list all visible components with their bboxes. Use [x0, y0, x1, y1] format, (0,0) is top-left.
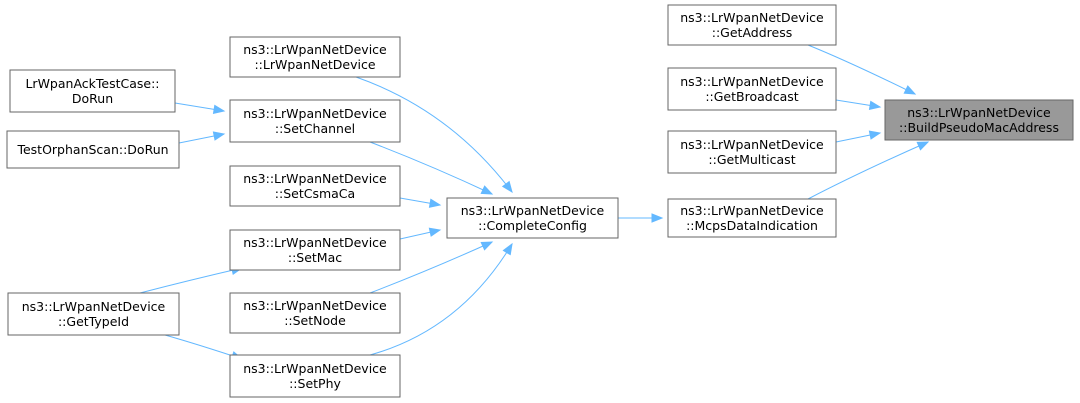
node-build[interactable]: ns3::LrWpanNetDevice::BuildPseudoMacAddr… — [884, 99, 1074, 141]
node-orphan[interactable]: TestOrphanScan::DoRun — [6, 130, 180, 169]
node-label-line: ns3::LrWpanNetDevice — [243, 361, 387, 376]
node-label-line: ::SetCsmaCa — [275, 186, 355, 201]
node-getbcast[interactable]: ns3::LrWpanNetDevice::GetBroadcast — [667, 67, 837, 111]
edge-arrowhead — [428, 198, 442, 208]
node-box — [229, 36, 401, 78]
node-box — [229, 354, 401, 398]
edge-mcps-to-build — [807, 141, 930, 200]
node-box — [667, 4, 837, 46]
node-label-line: ::SetMac — [288, 250, 342, 265]
node-label-line: ns3::LrWpanNetDevice — [680, 10, 824, 25]
edge-arrowhead — [480, 241, 494, 251]
node-setphy[interactable]: ns3::LrWpanNetDevice::SetPhy — [229, 354, 401, 398]
node-label-line: ns3::LrWpanNetDevice — [907, 105, 1051, 120]
node-label-line: ns3::LrWpanNetDevice — [243, 42, 387, 57]
edge-arrowhead — [212, 104, 226, 114]
node-label-line: LrWpanAckTestCase:: — [25, 76, 159, 91]
node-acktest[interactable]: LrWpanAckTestCase::DoRun — [9, 69, 176, 113]
node-label-line: ::McpsDataIndication — [686, 218, 818, 233]
edge-setnode-to-complete — [369, 241, 494, 294]
edge-line — [369, 241, 493, 294]
edge-ctor-to-complete — [355, 76, 513, 194]
edge-setcsma-to-complete — [399, 197, 442, 208]
node-label-line: ns3::LrWpanNetDevice — [680, 74, 824, 89]
nodes-layer: ns3::LrWpanNetDevice::BuildPseudoMacAddr… — [6, 4, 1074, 398]
edge-line — [807, 141, 929, 200]
node-box — [884, 99, 1074, 141]
node-label-line: ::GetAddress — [712, 25, 792, 40]
edge-line — [369, 141, 493, 195]
node-label-line: ::GetTypeId — [58, 314, 129, 329]
node-getaddr[interactable]: ns3::LrWpanNetDevice::GetAddress — [667, 4, 837, 46]
node-box — [7, 292, 180, 336]
edge-arrowhead — [903, 85, 917, 95]
edge-line — [807, 44, 916, 95]
node-box — [229, 99, 401, 143]
edge-setmac-to-complete — [399, 227, 442, 240]
edge-arrowhead — [480, 185, 494, 195]
edge-line — [369, 243, 513, 356]
node-label-line: ::LrWpanNetDevice — [254, 57, 375, 72]
node-label-line: ::GetMulticast — [708, 152, 795, 167]
node-label-line: ns3::LrWpanNetDevice — [243, 106, 387, 121]
edge-line — [355, 76, 513, 193]
node-label-line: ns3::LrWpanNetDevice — [243, 298, 387, 313]
edge-line — [139, 267, 243, 294]
node-box — [229, 165, 401, 207]
node-label-line: ns3::LrWpanNetDevice — [680, 137, 824, 152]
node-box — [667, 67, 837, 111]
node-label-line: ::BuildPseudoMacAddress — [899, 120, 1059, 135]
node-label-line: TestOrphanScan::DoRun — [16, 142, 168, 157]
node-getmcast[interactable]: ns3::LrWpanNetDevice::GetMulticast — [667, 130, 837, 174]
node-label-line: ::SetNode — [284, 313, 346, 328]
node-label-line: ns3::LrWpanNetDevice — [22, 299, 166, 314]
edge-arrowhead — [916, 141, 930, 151]
edge-complete-to-mcps — [618, 213, 664, 223]
node-label-line: ::GetBroadcast — [705, 89, 798, 104]
node-setmac[interactable]: ns3::LrWpanNetDevice::SetMac — [229, 229, 401, 271]
node-box — [667, 198, 837, 238]
edges-layer — [139, 44, 930, 361]
edge-acktest-to-setchan — [174, 102, 226, 114]
edge-arrowhead — [502, 242, 513, 256]
node-label-line: ::CompleteConfig — [478, 218, 587, 233]
edge-arrowhead — [428, 227, 442, 237]
node-label-line: ns3::LrWpanNetDevice — [243, 171, 387, 186]
edge-gettype-to-setmac — [139, 265, 244, 294]
node-box — [446, 197, 619, 239]
node-gettype[interactable]: ns3::LrWpanNetDevice::GetTypeId — [7, 292, 180, 336]
node-label-line: ::SetPhy — [289, 376, 341, 391]
edge-arrowhead — [651, 213, 664, 223]
node-complete[interactable]: ns3::LrWpanNetDevice::CompleteConfig — [446, 197, 619, 239]
edge-arrowhead — [501, 180, 513, 194]
node-label-line: ns3::LrWpanNetDevice — [680, 203, 824, 218]
edge-arrowhead — [212, 131, 226, 141]
node-box — [6, 130, 180, 169]
node-setcsma[interactable]: ns3::LrWpanNetDevice::SetCsmaCa — [229, 165, 401, 207]
node-box — [667, 130, 837, 174]
node-mcps[interactable]: ns3::LrWpanNetDevice::McpsDataIndication — [667, 198, 837, 238]
edge-arrowhead — [868, 130, 882, 140]
node-box — [229, 229, 401, 271]
node-setchan[interactable]: ns3::LrWpanNetDevice::SetChannel — [229, 99, 401, 143]
edge-arrowhead — [868, 100, 882, 111]
node-label-line: ns3::LrWpanNetDevice — [243, 235, 387, 250]
node-label-line: ns3::LrWpanNetDevice — [461, 203, 605, 218]
node-label-line: ::SetChannel — [275, 121, 355, 136]
edge-setchan-to-complete — [369, 141, 494, 195]
edge-setphy-to-complete — [369, 242, 513, 356]
node-box — [9, 69, 176, 113]
edge-getbcast-to-build — [835, 99, 882, 111]
edge-getmcast-to-build — [835, 130, 882, 143]
edge-getaddr-to-build — [807, 44, 917, 95]
node-ctor[interactable]: ns3::LrWpanNetDevice::LrWpanNetDevice — [229, 36, 401, 78]
node-setnode[interactable]: ns3::LrWpanNetDevice::SetNode — [229, 292, 401, 334]
node-label-line: DoRun — [72, 91, 113, 106]
node-box — [229, 292, 401, 334]
edge-orphan-to-setchan — [178, 131, 226, 144]
